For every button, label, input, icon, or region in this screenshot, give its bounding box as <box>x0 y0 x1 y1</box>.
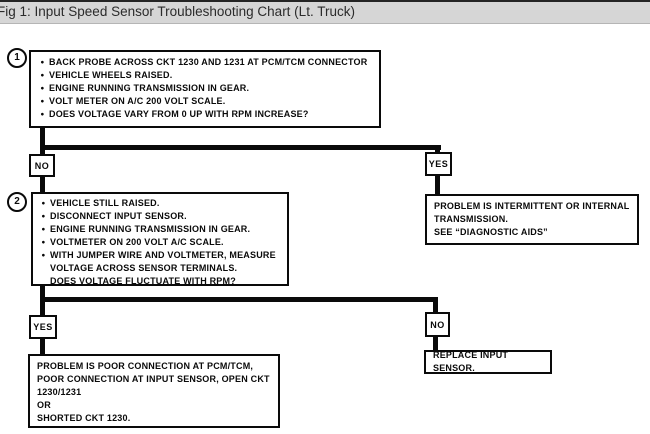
bullet-icon: ● <box>41 226 46 233</box>
bullet-icon: ● <box>40 72 45 79</box>
step-1-no-box: NO <box>29 154 55 177</box>
step-2-continuation: DOES VOLTAGE FLUCTUATE WITH RPM? <box>50 276 236 286</box>
bullet-icon: ● <box>40 98 45 105</box>
bullet-icon: ● <box>41 200 46 207</box>
result-line: PROBLEM IS POOR CONNECTION AT PCM/TCM, <box>37 361 254 371</box>
result-line: OR <box>37 400 51 410</box>
step-1-bullet: ● VOLT METER ON A/C 200 VOLT SCALE. <box>36 95 373 108</box>
step-1-number: 1 <box>7 48 27 68</box>
result-line: SEE “DIAGNOSTIC AIDS” <box>434 227 548 237</box>
result-line: PROBLEM IS INTERMITTENT OR INTERNAL <box>434 201 630 211</box>
connector-line <box>433 300 438 312</box>
step-2-box: ● VEHICLE STILL RAISED. ● DISCONNECT INP… <box>31 192 289 286</box>
result-line: SHORTED CKT 1230. <box>37 413 131 423</box>
figure-title: Fig 1: Input Speed Sensor Troubleshootin… <box>0 4 355 19</box>
connector-line <box>40 339 45 354</box>
step-2-no-result-box: REPLACE INPUT SENSOR. <box>424 350 552 374</box>
step-1-bullet: ● VEHICLE WHEELS RAISED. <box>36 69 373 82</box>
result-line: 1230/1231 <box>37 387 82 397</box>
step-2-bullet: ● DISCONNECT INPUT SENSOR. <box>37 210 281 223</box>
step-2-yes-box: YES <box>29 315 57 339</box>
step-2-no-box: NO <box>425 312 450 337</box>
step-2-bullet: ● VOLTMETER ON 200 VOLT A/C SCALE. <box>37 236 281 249</box>
step-2-bullet: ● WITH JUMPER WIRE AND VOLTMETER, MEASUR… <box>37 249 281 262</box>
connector-line <box>40 297 438 302</box>
result-line: REPLACE INPUT SENSOR. <box>433 350 509 373</box>
step-1-bullet: ● ENGINE RUNNING TRANSMISSION IN GEAR. <box>36 82 373 95</box>
step-2-bullet: ● ENGINE RUNNING TRANSMISSION IN GEAR. <box>37 223 281 236</box>
bullet-icon: ● <box>40 85 45 92</box>
result-line: TRANSMISSION. <box>434 214 509 224</box>
step-2-bullet: ● VEHICLE STILL RAISED. <box>37 197 281 210</box>
step-2-yes-result-box: PROBLEM IS POOR CONNECTION AT PCM/TCM, P… <box>28 354 280 428</box>
step-2-continuation: VOLTAGE ACROSS SENSOR TERMINALS. <box>50 263 238 273</box>
connector-line <box>435 148 440 154</box>
connector-line <box>433 337 438 350</box>
connector-line <box>40 128 45 154</box>
step-1-bullet: ● DOES VOLTAGE VARY FROM 0 UP WITH RPM I… <box>36 108 373 121</box>
step-1-box: ● BACK PROBE ACROSS CKT 1230 AND 1231 AT… <box>29 50 381 128</box>
step-1-yes-box: YES <box>425 152 452 176</box>
step-1-bullet: ● BACK PROBE ACROSS CKT 1230 AND 1231 AT… <box>36 56 373 69</box>
bullet-icon: ● <box>41 239 46 246</box>
connector-line <box>435 176 440 194</box>
connector-line <box>40 177 45 192</box>
bullet-icon: ● <box>41 213 46 220</box>
bullet-icon: ● <box>40 59 45 66</box>
connector-line <box>40 145 441 150</box>
figure-title-bar: Fig 1: Input Speed Sensor Troubleshootin… <box>0 0 650 24</box>
bullet-icon: ● <box>40 111 45 118</box>
step-2-number: 2 <box>7 192 27 212</box>
bullet-icon: ● <box>41 252 46 259</box>
step-1-yes-result-box: PROBLEM IS INTERMITTENT OR INTERNAL TRAN… <box>425 194 639 245</box>
result-line: POOR CONNECTION AT INPUT SENSOR, OPEN CK… <box>37 374 270 384</box>
